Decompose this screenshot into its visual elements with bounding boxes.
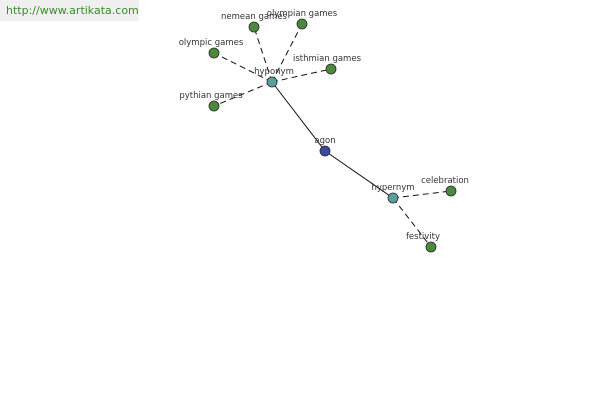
node-festivity[interactable]: [425, 241, 437, 253]
watermark-link[interactable]: http://www.artikata.com: [0, 0, 139, 21]
node-label-agon[interactable]: agon: [314, 136, 335, 146]
node-hyponym[interactable]: [266, 76, 278, 88]
node-olympian[interactable]: [296, 18, 308, 30]
node-olympic[interactable]: [208, 47, 220, 59]
edge-agon-hyponym: [271, 81, 326, 152]
node-label-olympian[interactable]: olympian games: [267, 9, 338, 19]
nodes-layer: [208, 18, 457, 253]
edge-hyponym-isthmian: [271, 68, 332, 83]
node-label-olympic[interactable]: olympic games: [179, 38, 244, 48]
edge-hyponym-pythian: [213, 81, 273, 107]
edge-hyponym-olympian: [271, 23, 303, 83]
node-label-nemean[interactable]: nemean games: [221, 12, 288, 22]
node-hypernym[interactable]: [387, 192, 399, 204]
node-pythian[interactable]: [208, 100, 220, 112]
node-label-festivity[interactable]: festivity: [406, 232, 440, 242]
edges-layer: [213, 23, 452, 248]
node-nemean[interactable]: [248, 21, 260, 33]
node-agon[interactable]: [319, 145, 331, 157]
edge-agon-hypernym: [324, 150, 394, 199]
node-label-hypernym[interactable]: hypernym: [371, 183, 414, 193]
node-label-hyponym[interactable]: hyponym: [254, 67, 294, 77]
labels-layer: agon hyponym hypernym nemean gamesolympian …: [179, 9, 469, 242]
edge-hyponym-olympic: [213, 52, 273, 83]
node-label-isthmian[interactable]: isthmian games: [293, 54, 362, 64]
edge-hypernym-festivity: [392, 197, 432, 248]
node-isthmian[interactable]: [325, 63, 337, 75]
node-label-pythian[interactable]: pythian games: [179, 91, 243, 101]
node-label-celebration[interactable]: celebration: [421, 176, 469, 186]
node-celebration[interactable]: [445, 185, 457, 197]
